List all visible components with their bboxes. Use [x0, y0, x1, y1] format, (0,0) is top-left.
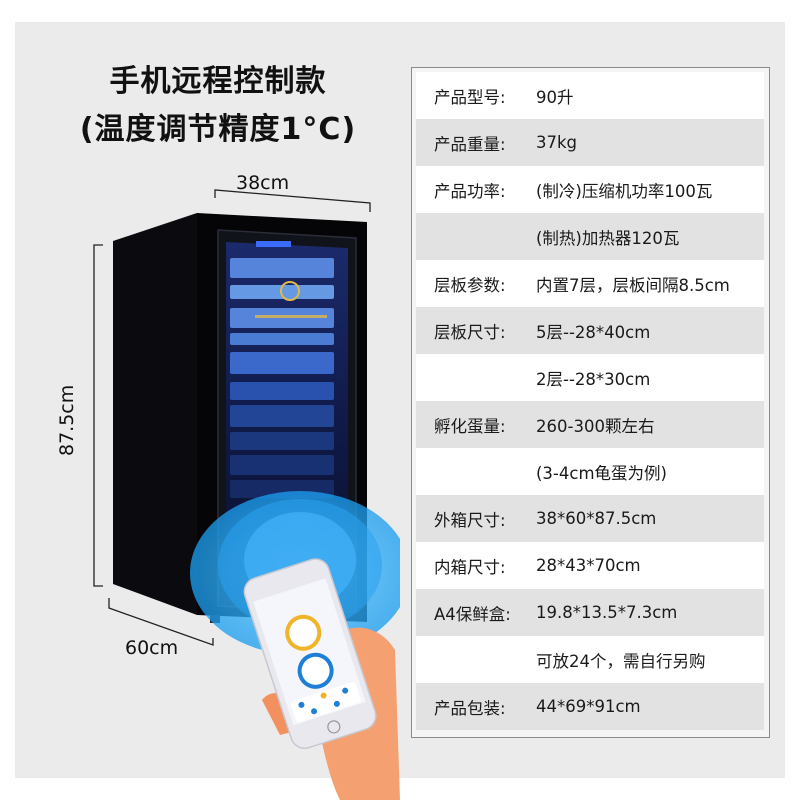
spec-row-shelf-params: 层板参数: 内置7层，层板间隔8.5cm — [416, 260, 764, 307]
spec-label: 外箱尺寸: — [434, 510, 506, 530]
product-illustration: 38cm 87.5cm 60cm — [56, 172, 400, 800]
spec-value: 38*60*87.5cm — [536, 509, 657, 528]
spec-table: 产品型号: 90升 产品重量: 37kg 产品功率: (制冷)压缩机功率100瓦… — [411, 67, 770, 738]
spec-row-shelf-size-1: 层板尺寸: 5层--28*40cm — [416, 307, 764, 354]
page-title: 手机远程控制款 (温度调节精度1°C) — [58, 58, 378, 154]
spec-row-a4-box-note: 可放24个，需自行另购 — [416, 636, 764, 683]
spec-row-weight: 产品重量: 37kg — [416, 119, 764, 166]
spec-label: A4保鲜盒: — [434, 604, 511, 624]
spec-row-egg-note: (3-4cm龟蛋为例) — [416, 448, 764, 495]
spec-value: 可放24个，需自行另购 — [536, 651, 706, 671]
spec-label: 产品功率: — [434, 181, 506, 201]
spec-label: 层板参数: — [434, 275, 506, 295]
spec-value: 44*69*91cm — [536, 697, 641, 716]
spec-value: (制冷)压缩机功率100瓦 — [536, 181, 713, 201]
spec-value: 19.8*13.5*7.3cm — [536, 603, 678, 622]
spec-row-shelf-size-2: 2层--28*30cm — [416, 354, 764, 401]
spec-value: 260-300颗左右 — [536, 416, 655, 436]
spec-value: (制热)加热器120瓦 — [536, 228, 680, 248]
spec-label: 孵化蛋量: — [434, 416, 506, 436]
spec-label: 层板尺寸: — [434, 322, 506, 342]
spec-label: 内箱尺寸: — [434, 557, 506, 577]
dimension-width-label: 38cm — [236, 172, 290, 194]
title-line-2: (温度调节精度1°C) — [79, 112, 357, 147]
fridge-icon — [93, 189, 400, 800]
spec-label: 产品重量: — [434, 134, 506, 154]
spec-value: 内置7层，层板间隔8.5cm — [536, 275, 730, 295]
spec-value: 28*43*70cm — [536, 556, 641, 575]
spec-label: 产品型号: — [434, 87, 506, 107]
spec-row-power-cooling: 产品功率: (制冷)压缩机功率100瓦 — [416, 166, 764, 213]
spec-value: (3-4cm龟蛋为例) — [536, 463, 667, 483]
spec-value: 90升 — [536, 87, 574, 107]
spec-row-a4-box: A4保鲜盒: 19.8*13.5*7.3cm — [416, 589, 764, 636]
spec-value: 2层--28*30cm — [536, 369, 651, 389]
spec-value: 37kg — [536, 133, 578, 152]
spec-row-inner-size: 内箱尺寸: 28*43*70cm — [416, 542, 764, 589]
spec-value: 5层--28*40cm — [536, 322, 651, 342]
spec-row-packaging: 产品包装: 44*69*91cm — [416, 683, 764, 730]
spec-row-outer-size: 外箱尺寸: 38*60*87.5cm — [416, 495, 764, 542]
title-line-1: 手机远程控制款 — [109, 64, 327, 99]
spec-row-power-heating: (制热)加热器120瓦 — [416, 213, 764, 260]
spec-row-egg-capacity: 孵化蛋量: 260-300颗左右 — [416, 401, 764, 448]
spec-row-model: 产品型号: 90升 — [416, 72, 764, 119]
spec-label: 产品包装: — [434, 698, 506, 718]
dimension-height-label: 87.5cm — [56, 384, 78, 456]
dimension-depth-label: 60cm — [125, 637, 179, 659]
